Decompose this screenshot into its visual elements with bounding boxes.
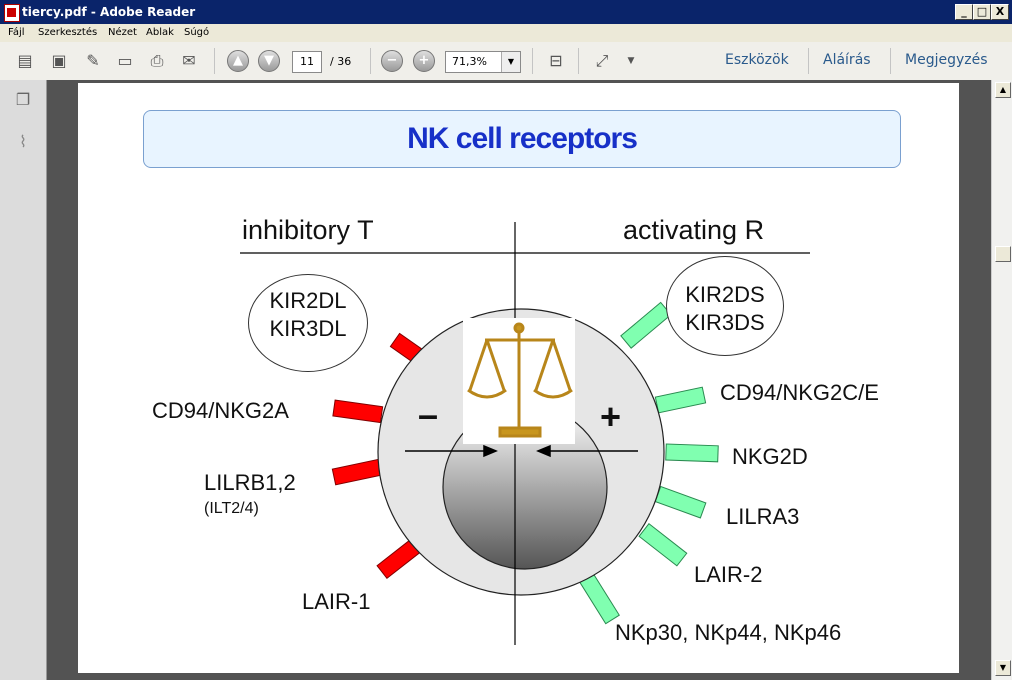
attachments-paperclip-icon[interactable]: ⌇ xyxy=(19,132,27,151)
receptor-bar-lair2 xyxy=(638,522,688,567)
close-button[interactable]: X xyxy=(991,4,1009,20)
kir2dl-label: KIR2DL KIR3DL xyxy=(269,288,347,341)
fullscreen-icon[interactable]: ⤢ xyxy=(595,51,609,70)
lair1-label: LAIR-1 xyxy=(302,589,371,614)
slide-title: NK cell receptors xyxy=(143,110,901,168)
tools-pane-button[interactable]: Eszközök xyxy=(725,52,789,68)
pdf-app-icon xyxy=(4,4,20,22)
menu-edit[interactable]: Szerkesztés xyxy=(38,27,98,38)
window-title: tiercy.pdf - Adobe Reader xyxy=(22,5,196,19)
toolbar-separator xyxy=(532,48,533,74)
minimize-button[interactable]: _ xyxy=(955,4,973,20)
balance-scale-icon xyxy=(467,322,573,438)
menu-bar: Fájl Szerkesztés Nézet Ablak Súgó xyxy=(0,24,1012,42)
kir2ds-label: KIR2DS KIR3DS xyxy=(685,282,765,335)
receptor-bar-kir2ds xyxy=(620,301,672,349)
toolbar-separator xyxy=(578,48,579,74)
toolbar-separator xyxy=(214,48,215,74)
kir2ds-oval: KIR2DS KIR3DS xyxy=(666,256,784,356)
page-thumbnails-icon[interactable]: ❐ xyxy=(15,90,31,109)
vertical-scrollbar[interactable]: ▲ ▼ xyxy=(991,80,1012,680)
toolbar-separator xyxy=(890,48,891,74)
print-icon[interactable]: ⎙ xyxy=(150,51,164,70)
inhibitory-header: inhibitory T xyxy=(242,215,374,245)
edit-icon[interactable]: ✎ xyxy=(86,51,100,70)
page-up-icon[interactable]: ▲ xyxy=(227,50,249,72)
activating-header: activating R xyxy=(623,215,765,245)
menu-window[interactable]: Ablak xyxy=(146,27,174,38)
receptor-bar-lilrb xyxy=(331,458,384,486)
toolbar-separator xyxy=(808,48,809,74)
page-number-input[interactable]: 11 xyxy=(292,51,322,73)
plus-sign: + xyxy=(600,396,622,437)
navigation-panel: ❐ ⌇ xyxy=(0,80,47,680)
lilra3-label: LILRA3 xyxy=(726,504,800,529)
page-down-icon[interactable]: ▼ xyxy=(258,50,280,72)
zoom-out-icon[interactable]: − xyxy=(381,50,403,72)
activating-arrow-head xyxy=(536,444,551,458)
open-file-icon[interactable]: ▣ xyxy=(51,51,67,70)
maximize-button[interactable]: □ xyxy=(973,4,991,20)
receptor-bar-lilra3 xyxy=(654,485,707,519)
menu-help[interactable]: Súgó xyxy=(184,27,210,38)
fit-page-icon[interactable]: ⊟ xyxy=(549,51,563,70)
receptor-bar-nkg2d xyxy=(665,443,719,463)
receptor-bar-cd94-nkg2a xyxy=(332,399,384,424)
title-bar: tiercy.pdf - Adobe Reader _ □ X xyxy=(0,0,1012,24)
receptor-bar-cd94-nkg2c xyxy=(654,386,707,414)
zoom-value: 71,3% xyxy=(452,55,487,68)
scrollbar-thumb[interactable] xyxy=(995,246,1011,262)
cd94-nkg2a-label: CD94/NKG2A xyxy=(152,398,289,423)
cd94-nkg2c-label: CD94/NKG2C/E xyxy=(720,380,879,405)
nkp-label: NKp30, NKp44, NKp46 xyxy=(615,620,842,645)
minus-sign: – xyxy=(418,394,439,435)
inhibitory-arrow-head xyxy=(483,444,498,458)
signal-arrows xyxy=(405,444,638,458)
zoom-in-icon[interactable]: + xyxy=(413,50,435,72)
comment-pane-button[interactable]: Megjegyzés xyxy=(905,52,988,68)
menu-file[interactable]: Fájl xyxy=(8,27,25,38)
save-icon[interactable]: ▭ xyxy=(117,51,133,70)
lilrb-label: LILRB1,2 xyxy=(204,470,296,495)
kir2dl-oval: KIR2DL KIR3DL xyxy=(248,274,368,372)
zoom-select[interactable]: 71,3% ▼ xyxy=(445,51,521,73)
lilrb-sub-label: (ILT2/4) xyxy=(204,500,259,517)
scroll-up-arrow-icon[interactable]: ▲ xyxy=(995,82,1011,98)
toolbar-separator xyxy=(370,48,371,74)
create-pdf-icon[interactable]: ▤ xyxy=(17,51,33,70)
nkg2d-label: NKG2D xyxy=(732,444,808,469)
chevron-down-icon[interactable]: ▼ xyxy=(501,52,520,72)
more-tools-chevron-icon[interactable]: ▼ xyxy=(627,56,635,66)
lair2-label: LAIR-2 xyxy=(694,562,763,587)
sign-pane-button[interactable]: Aláírás xyxy=(823,52,871,68)
page-count: / 36 xyxy=(330,55,352,68)
menu-view[interactable]: Nézet xyxy=(108,27,137,38)
email-icon[interactable]: ✉ xyxy=(182,51,196,70)
scroll-down-arrow-icon[interactable]: ▼ xyxy=(995,660,1011,676)
